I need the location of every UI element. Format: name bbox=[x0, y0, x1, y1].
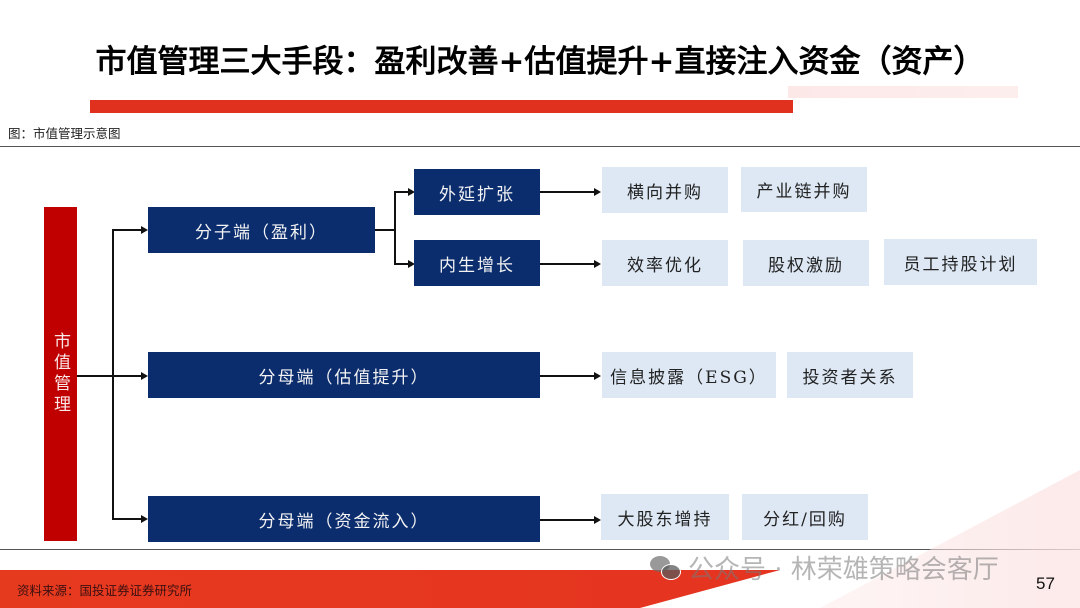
top-divider bbox=[0, 146, 1080, 147]
title-underline-pink bbox=[788, 86, 1018, 98]
wechat-icon bbox=[650, 555, 681, 580]
connector bbox=[112, 229, 142, 231]
leaf-employee-stock-plan: 员工持股计划 bbox=[884, 239, 1037, 285]
connector bbox=[540, 191, 594, 193]
watermark-text: 公众号 · 林荣雄策略会客厅 bbox=[688, 555, 999, 585]
root-node-market-value-management: 市值管理 bbox=[44, 207, 77, 541]
leaf-industry-chain-mna: 产业链并购 bbox=[741, 167, 867, 212]
leaf-major-shareholder-increase: 大股东增持 bbox=[601, 494, 729, 540]
node-denominator-valuation: 分母端（估值提升） bbox=[148, 352, 540, 398]
connector bbox=[112, 518, 142, 520]
arrow-icon bbox=[141, 226, 148, 234]
connector bbox=[394, 263, 408, 265]
root-label: 市值管理 bbox=[50, 332, 70, 416]
leaf-horizontal-mna: 横向并购 bbox=[602, 167, 728, 213]
node-external-expansion: 外延扩张 bbox=[414, 169, 540, 215]
page-number: 57 bbox=[1036, 574, 1055, 593]
arrow-icon bbox=[408, 260, 415, 268]
connector bbox=[375, 229, 395, 231]
arrow-icon bbox=[594, 372, 601, 380]
node-numerator-profit: 分子端（盈利） bbox=[148, 207, 375, 253]
footer-band bbox=[0, 570, 780, 608]
connector bbox=[540, 375, 594, 377]
arrow-icon bbox=[141, 372, 148, 380]
connector bbox=[394, 191, 408, 193]
connector bbox=[540, 263, 594, 265]
title-underline-red bbox=[90, 100, 793, 113]
connector bbox=[394, 191, 396, 264]
arrow-icon bbox=[594, 260, 601, 268]
connector bbox=[77, 375, 113, 377]
source-note: 资料来源：国投证券证券研究所 bbox=[17, 583, 193, 598]
leaf-disclosure-esg: 信息披露（ESG） bbox=[602, 352, 776, 398]
connector bbox=[112, 375, 142, 377]
leaf-dividend-buyback: 分红/回购 bbox=[742, 494, 868, 540]
node-denominator-capital-inflow: 分母端（资金流入） bbox=[148, 496, 540, 542]
connector bbox=[540, 519, 594, 521]
arrow-icon bbox=[408, 188, 415, 196]
arrow-icon bbox=[594, 188, 601, 196]
leaf-equity-incentive: 股权激励 bbox=[743, 240, 869, 286]
arrow-icon bbox=[141, 515, 148, 523]
figure-caption: 图：市值管理示意图 bbox=[8, 126, 121, 141]
arrow-icon bbox=[594, 516, 601, 524]
bottom-divider bbox=[0, 549, 1080, 550]
node-organic-growth: 内生增长 bbox=[414, 240, 540, 286]
watermark: 公众号 · 林荣雄策略会客厅 bbox=[650, 549, 999, 586]
leaf-efficiency-optimization: 效率优化 bbox=[602, 240, 728, 286]
leaf-investor-relations: 投资者关系 bbox=[787, 352, 913, 398]
connector bbox=[112, 229, 114, 519]
page-title: 市值管理三大手段：盈利改善+估值提升+直接注入资金（资产） bbox=[95, 44, 985, 80]
